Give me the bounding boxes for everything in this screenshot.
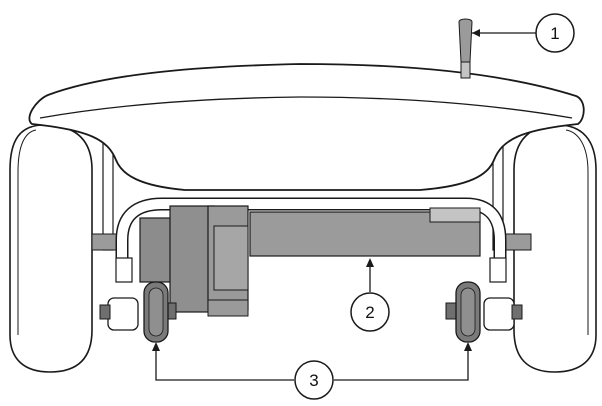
axle-stubs: [91, 233, 532, 251]
arrowhead-icon: [366, 258, 374, 267]
leader-line: [334, 344, 469, 381]
callout-circle: [350, 292, 390, 332]
callout-1: 1: [472, 13, 575, 53]
left-wheel: [9, 124, 93, 373]
right-anti-tip-wheel: [445, 257, 523, 343]
callout-circle: [294, 360, 334, 400]
callout-circle: [535, 13, 575, 53]
arrowhead-icon: [152, 342, 160, 351]
callout-number: 1: [550, 24, 559, 43]
anti-tip-frame: [115, 197, 507, 268]
callout-2: 2: [350, 258, 390, 332]
release-lever: [458, 18, 473, 79]
callout-number: 3: [309, 371, 318, 390]
motor-drive-unit: [139, 205, 481, 317]
left-anti-tip-wheel: [99, 257, 177, 343]
arrowhead-icon: [472, 29, 480, 37]
callout-3: 3: [152, 342, 472, 400]
arrowhead-icon: [464, 342, 472, 351]
leader-line: [155, 344, 294, 381]
seat-shroud: [28, 63, 585, 191]
callout-number: 2: [365, 303, 374, 322]
right-wheel: [513, 124, 597, 373]
